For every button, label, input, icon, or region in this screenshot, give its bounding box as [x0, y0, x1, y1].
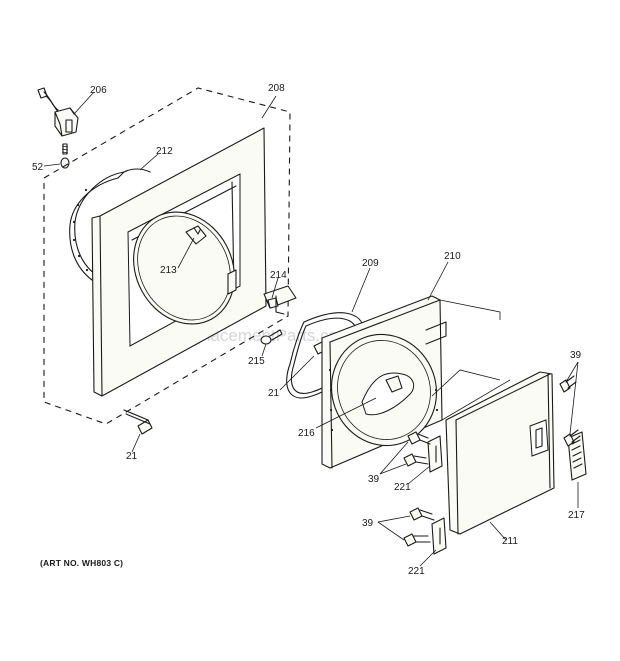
part-209-door-gasket	[286, 312, 365, 399]
leader-216	[315, 397, 377, 429]
part-39-screws-right	[559, 375, 581, 447]
callout-39-lower: 39	[362, 518, 374, 529]
callout-213: 213	[160, 265, 177, 276]
leader-39-upper-a	[379, 441, 409, 475]
callout-216: 216	[298, 428, 315, 439]
part-211-outer-door	[445, 371, 555, 535]
callout-210: 210	[444, 251, 461, 262]
part-206-switch	[37, 87, 79, 137]
callout-211: 211	[502, 536, 518, 547]
callout-221-lower: 221	[408, 566, 425, 577]
callout-214: 214	[270, 270, 287, 281]
callout-39-right: 39	[570, 350, 582, 361]
leader-215	[261, 343, 267, 357]
part-208-assembly-outline	[43, 87, 291, 425]
leader-39-right-b	[569, 361, 579, 435]
part-212-front-gasket	[69, 168, 151, 281]
door-assembly-line-top	[439, 299, 501, 320]
callout-21-front: 21	[126, 451, 138, 462]
callout-221-upper: 221	[394, 482, 411, 493]
part-39-screws-lower	[403, 507, 435, 547]
part-39-screws-upper	[403, 431, 431, 467]
front-panel	[91, 127, 267, 397]
leader-221-lower	[419, 549, 437, 567]
leader-21-front	[131, 433, 141, 453]
art-number: (ART NO. WH803 C)	[40, 558, 123, 568]
callout-39-upper: 39	[368, 474, 380, 485]
part-217-handle	[567, 431, 587, 481]
part-52-screw	[60, 143, 70, 169]
leader-39-upper-b	[379, 463, 407, 475]
leader-209	[351, 267, 371, 313]
callout-212: 212	[156, 146, 173, 157]
part-214-latch	[263, 285, 297, 315]
part-221-hinge-lower	[431, 517, 447, 555]
leader-213	[177, 237, 195, 269]
part-221-hinge-upper	[427, 435, 443, 473]
leader-206	[73, 91, 95, 115]
door-assembly-line-inner	[431, 369, 501, 397]
callout-52: 52	[32, 162, 44, 173]
leader-21-door	[279, 355, 315, 391]
callout-215: 215	[248, 356, 265, 367]
leader-52	[43, 163, 61, 167]
leader-211	[489, 521, 507, 541]
callout-206: 206	[90, 85, 107, 96]
callout-208: 208	[268, 83, 285, 94]
callout-217: 217	[568, 510, 585, 521]
door-assembly-line-mid	[441, 379, 511, 421]
leader-39-right-a	[565, 361, 579, 383]
callout-21-door: 21	[268, 388, 280, 399]
callout-209: 209	[362, 258, 379, 269]
leader-212	[139, 153, 159, 171]
leader-214	[271, 277, 279, 299]
leader-39-lower-a	[377, 515, 411, 523]
leader-210	[427, 261, 449, 301]
leader-221-upper	[407, 465, 431, 485]
leader-39-lower-b	[377, 521, 405, 541]
part-21-screw-front	[123, 409, 153, 435]
leader-208	[261, 95, 277, 119]
part-210-inner-door	[321, 295, 447, 469]
